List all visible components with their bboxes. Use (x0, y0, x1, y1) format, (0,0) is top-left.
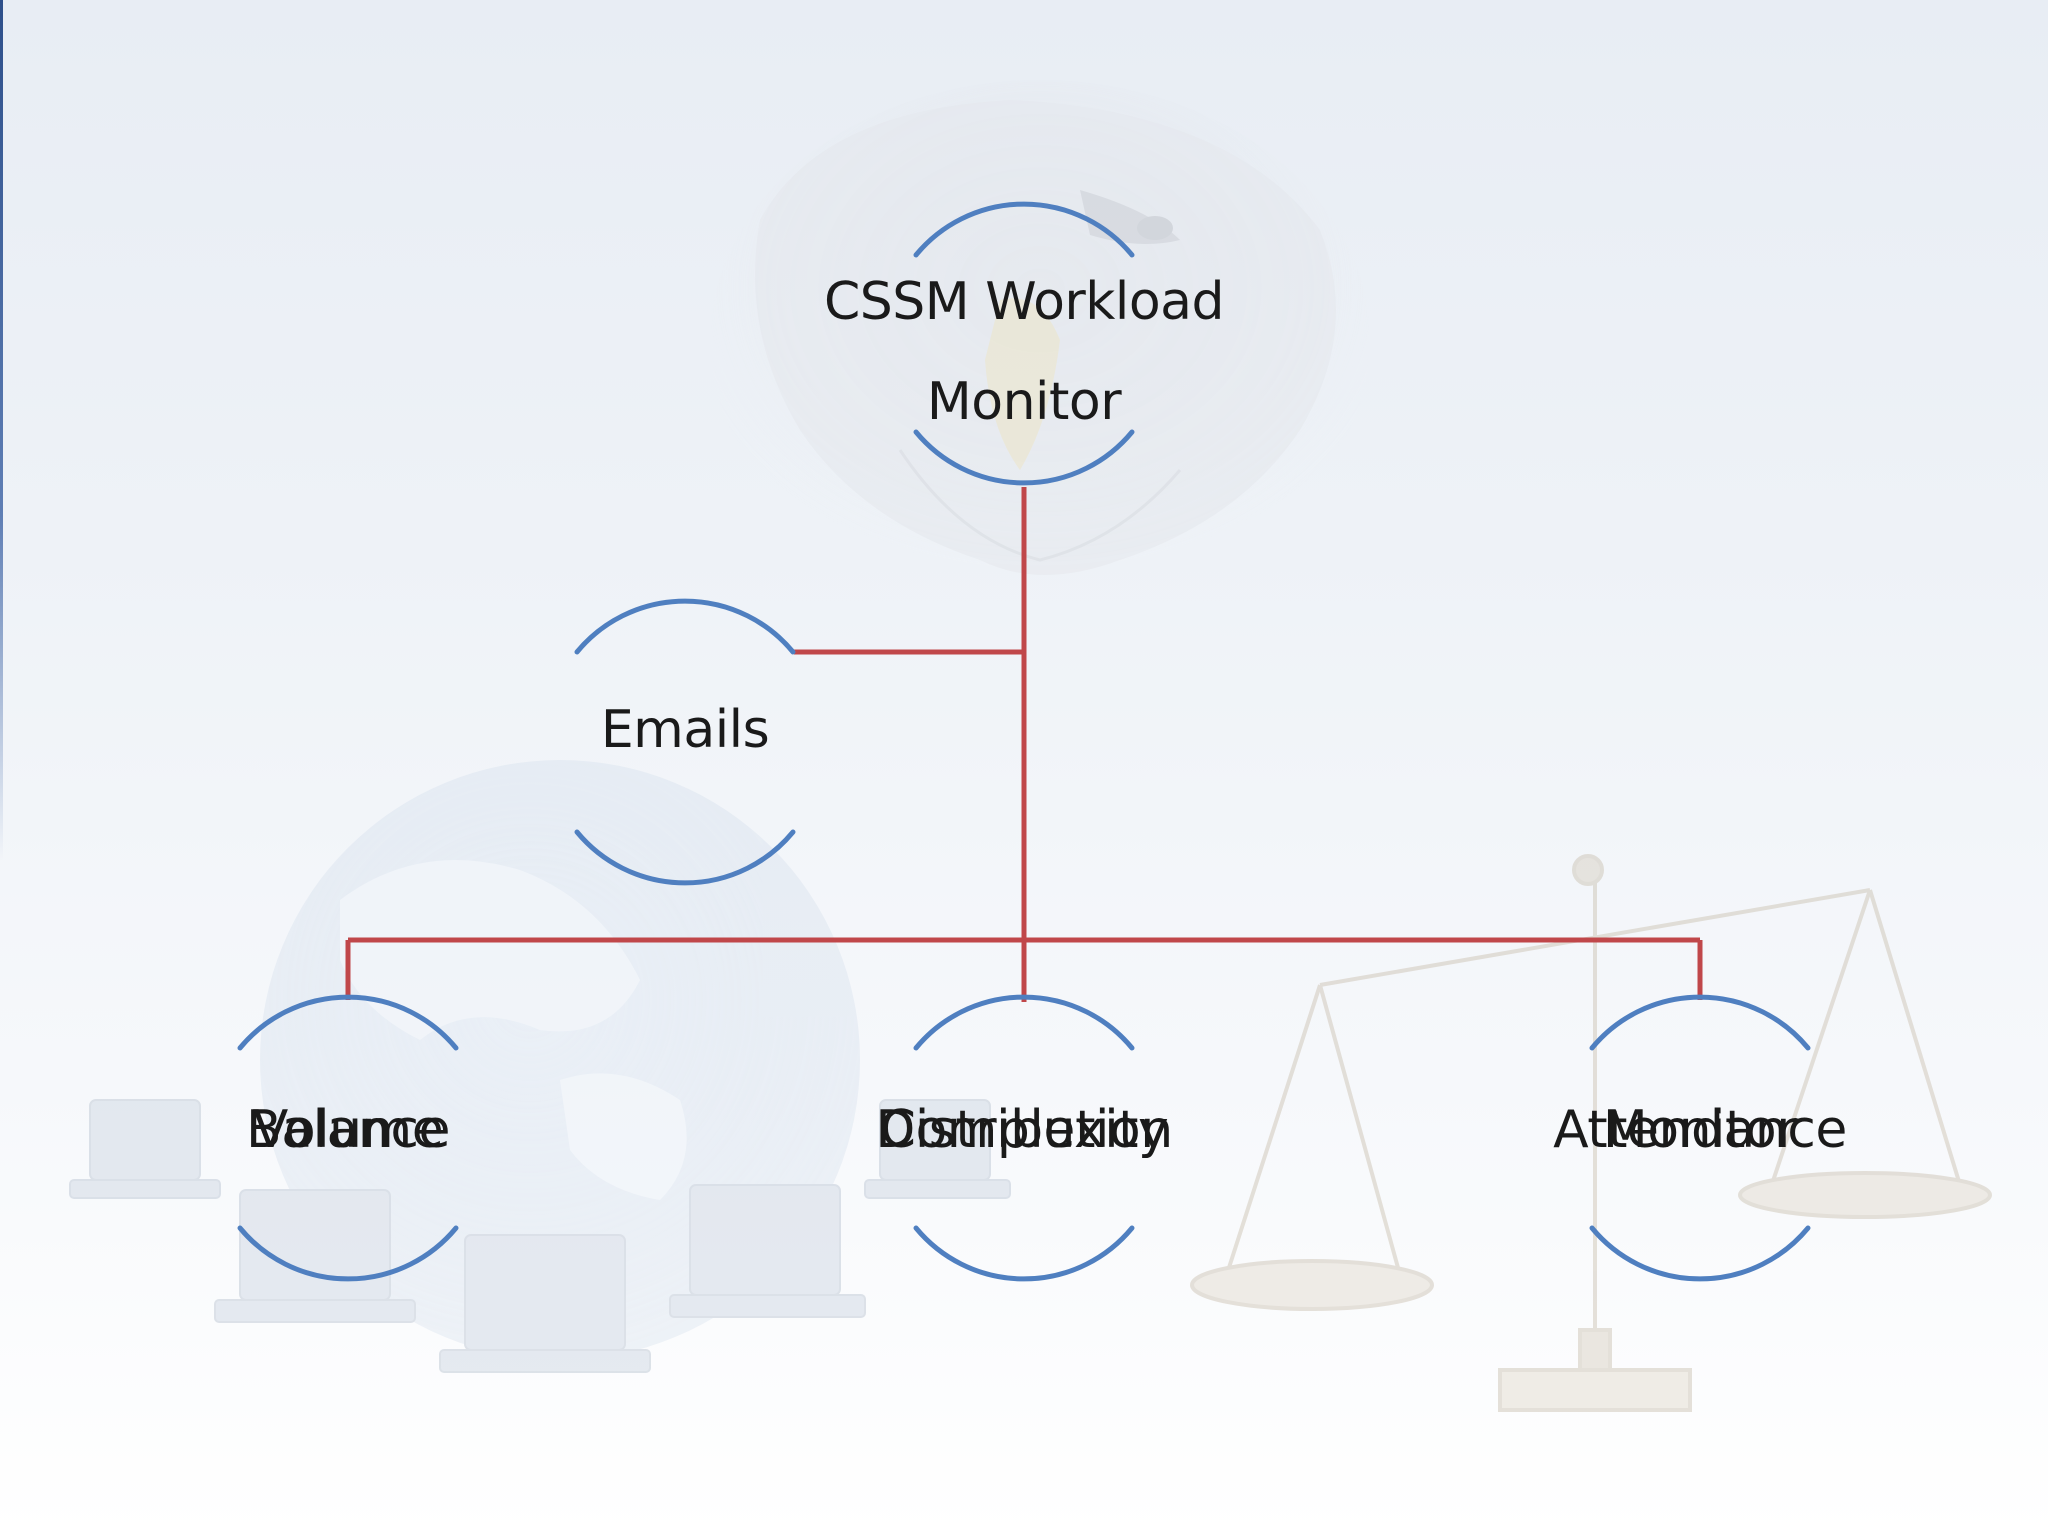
root-node-label: CSSM Workload Monitor (774, 252, 1274, 452)
child-2-bottom-arc (913, 1225, 1135, 1282)
child-2-top-arc (913, 994, 1135, 1051)
scales-of-justice-watermark (1190, 854, 1992, 1412)
emails-node-label: Emails (600, 700, 770, 760)
root-node-label-line1: CSSM Workload (823, 272, 1225, 332)
child-1-label-front: Volume (252, 1100, 444, 1160)
child-2-label-back: Distribution (875, 1100, 1173, 1160)
child-3-label-back: Monitor (1602, 1100, 1798, 1160)
emails-node-bottom-arc (574, 829, 796, 886)
emails-node-top-arc (574, 598, 796, 655)
child-1-label-back: Balance (246, 1100, 450, 1160)
eagle-watermark (710, 80, 1370, 600)
globe-with-laptops-watermark (69, 760, 1011, 1373)
root-node-bottom-arc (913, 429, 1135, 486)
root-node-top-arc (913, 201, 1135, 258)
node-arcs (237, 201, 1811, 1282)
left-accent-bar (0, 0, 3, 860)
root-node-label-line2: Monitor (926, 372, 1122, 432)
child-1-bottom-arc (237, 1225, 459, 1282)
child-3-bottom-arc (1589, 1225, 1811, 1282)
child-2-label-front: Complexity (879, 1100, 1169, 1160)
child-3-label-front: Attendance (1553, 1100, 1847, 1160)
connector-lines (345, 487, 1703, 1002)
child-3-top-arc (1589, 994, 1811, 1051)
child-1-top-arc (237, 994, 459, 1051)
